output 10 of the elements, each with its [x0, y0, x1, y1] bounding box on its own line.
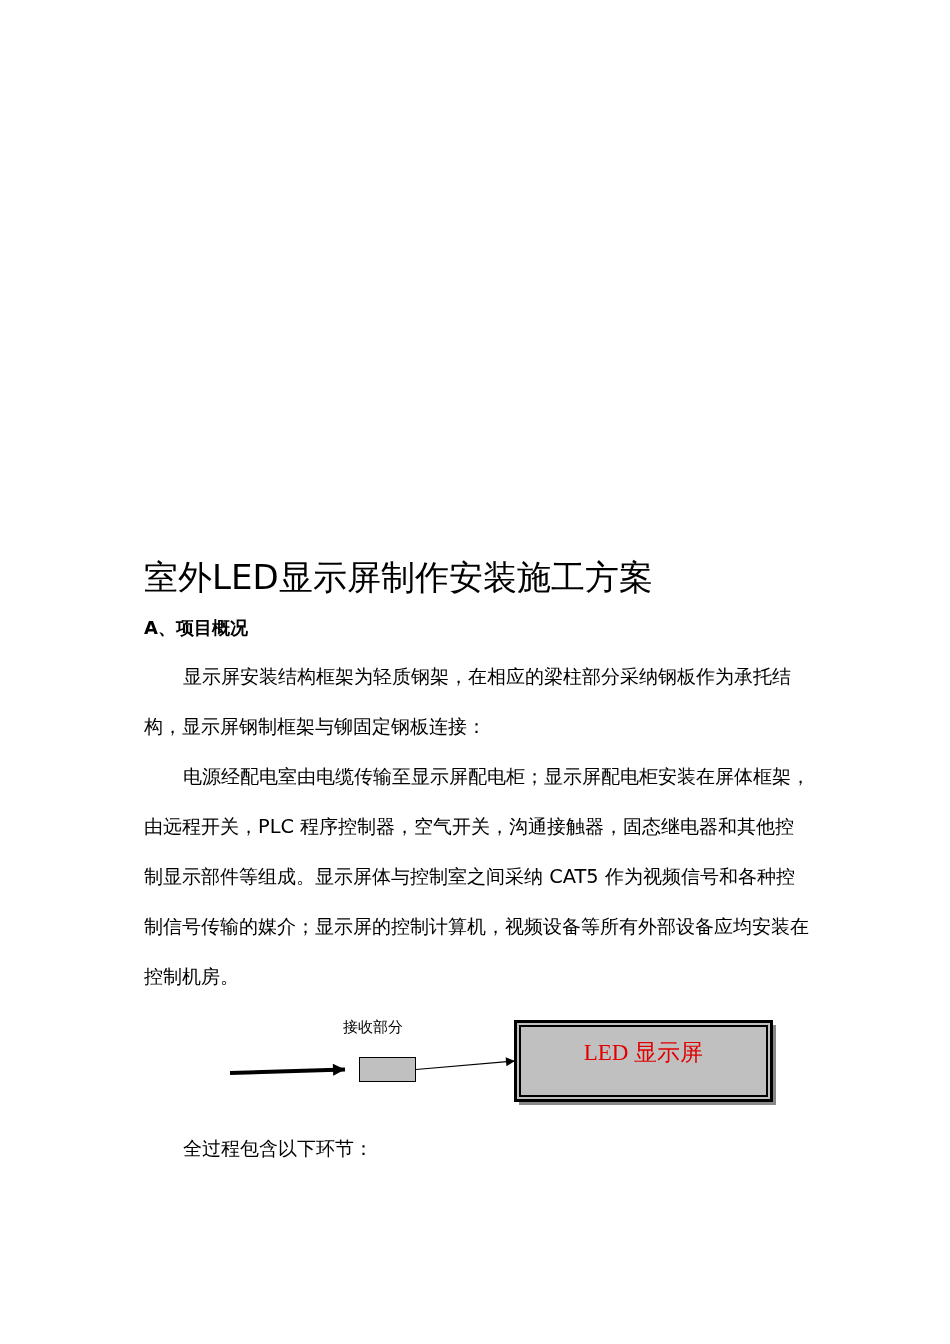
body-paragraph: 电源经配电室由电缆传输至显示屏配电柜；显示屏配电柜安装在屏体框架，由远程开关，PLC 程序控制器，空气开关，沟通接触器，固态继电器和其他控制显示部件等组成。显示屏体与控制室之间采纳 CAT5 作为视频信号和各种控制信号传输的媒介；显示屏的控制计算机，视频设备等所有外部设备应均安装在控制机房。: [144, 764, 811, 990]
receiver-box: [359, 1057, 416, 1082]
section-heading: A、项目概况: [144, 616, 248, 640]
page-title: 室外LED显示屏制作安装施工方案: [144, 556, 653, 599]
arrow: [415, 1057, 516, 1071]
body-paragraph: 显示屏安装结构框架为轻质钢架，在相应的梁柱部分采纳钢板作为承托结构，显示屏钢制框架与铆固定钢板连接：: [144, 664, 792, 740]
arrow: [229, 1063, 346, 1076]
screen-label: LED 显示屏: [583, 1039, 704, 1067]
box-caption: 接收部分: [343, 1018, 403, 1037]
body-paragraph: 全过程包含以下环节：: [181, 1136, 373, 1162]
